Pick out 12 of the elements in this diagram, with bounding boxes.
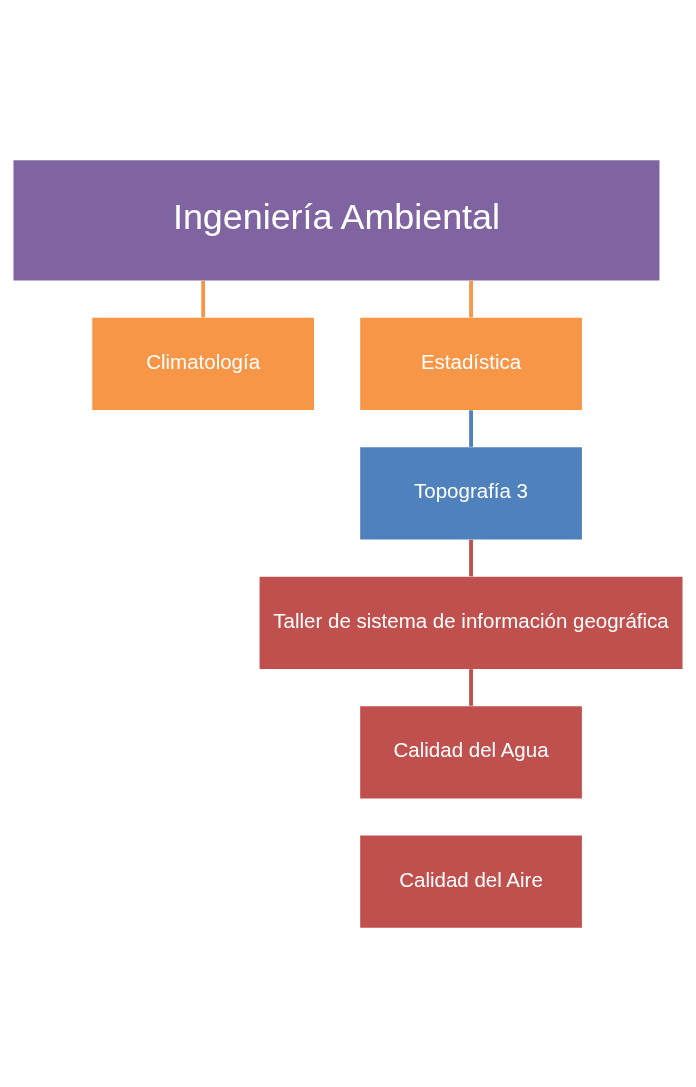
connector: [469, 409, 473, 447]
node-box: Topografía 3: [360, 446, 582, 539]
node-box: Calidad del Agua: [360, 705, 582, 798]
connector: [469, 280, 473, 317]
connector: [469, 668, 473, 706]
node-box: Taller de sistema de información geográfica: [259, 576, 683, 669]
node-box: Estadística: [360, 317, 582, 410]
node-box: Climatología: [92, 317, 315, 410]
node-box: Ingeniería Ambiental: [13, 159, 660, 281]
connector: [469, 539, 473, 576]
node-box: Calidad del Aire: [360, 835, 582, 928]
connector: [201, 280, 206, 317]
